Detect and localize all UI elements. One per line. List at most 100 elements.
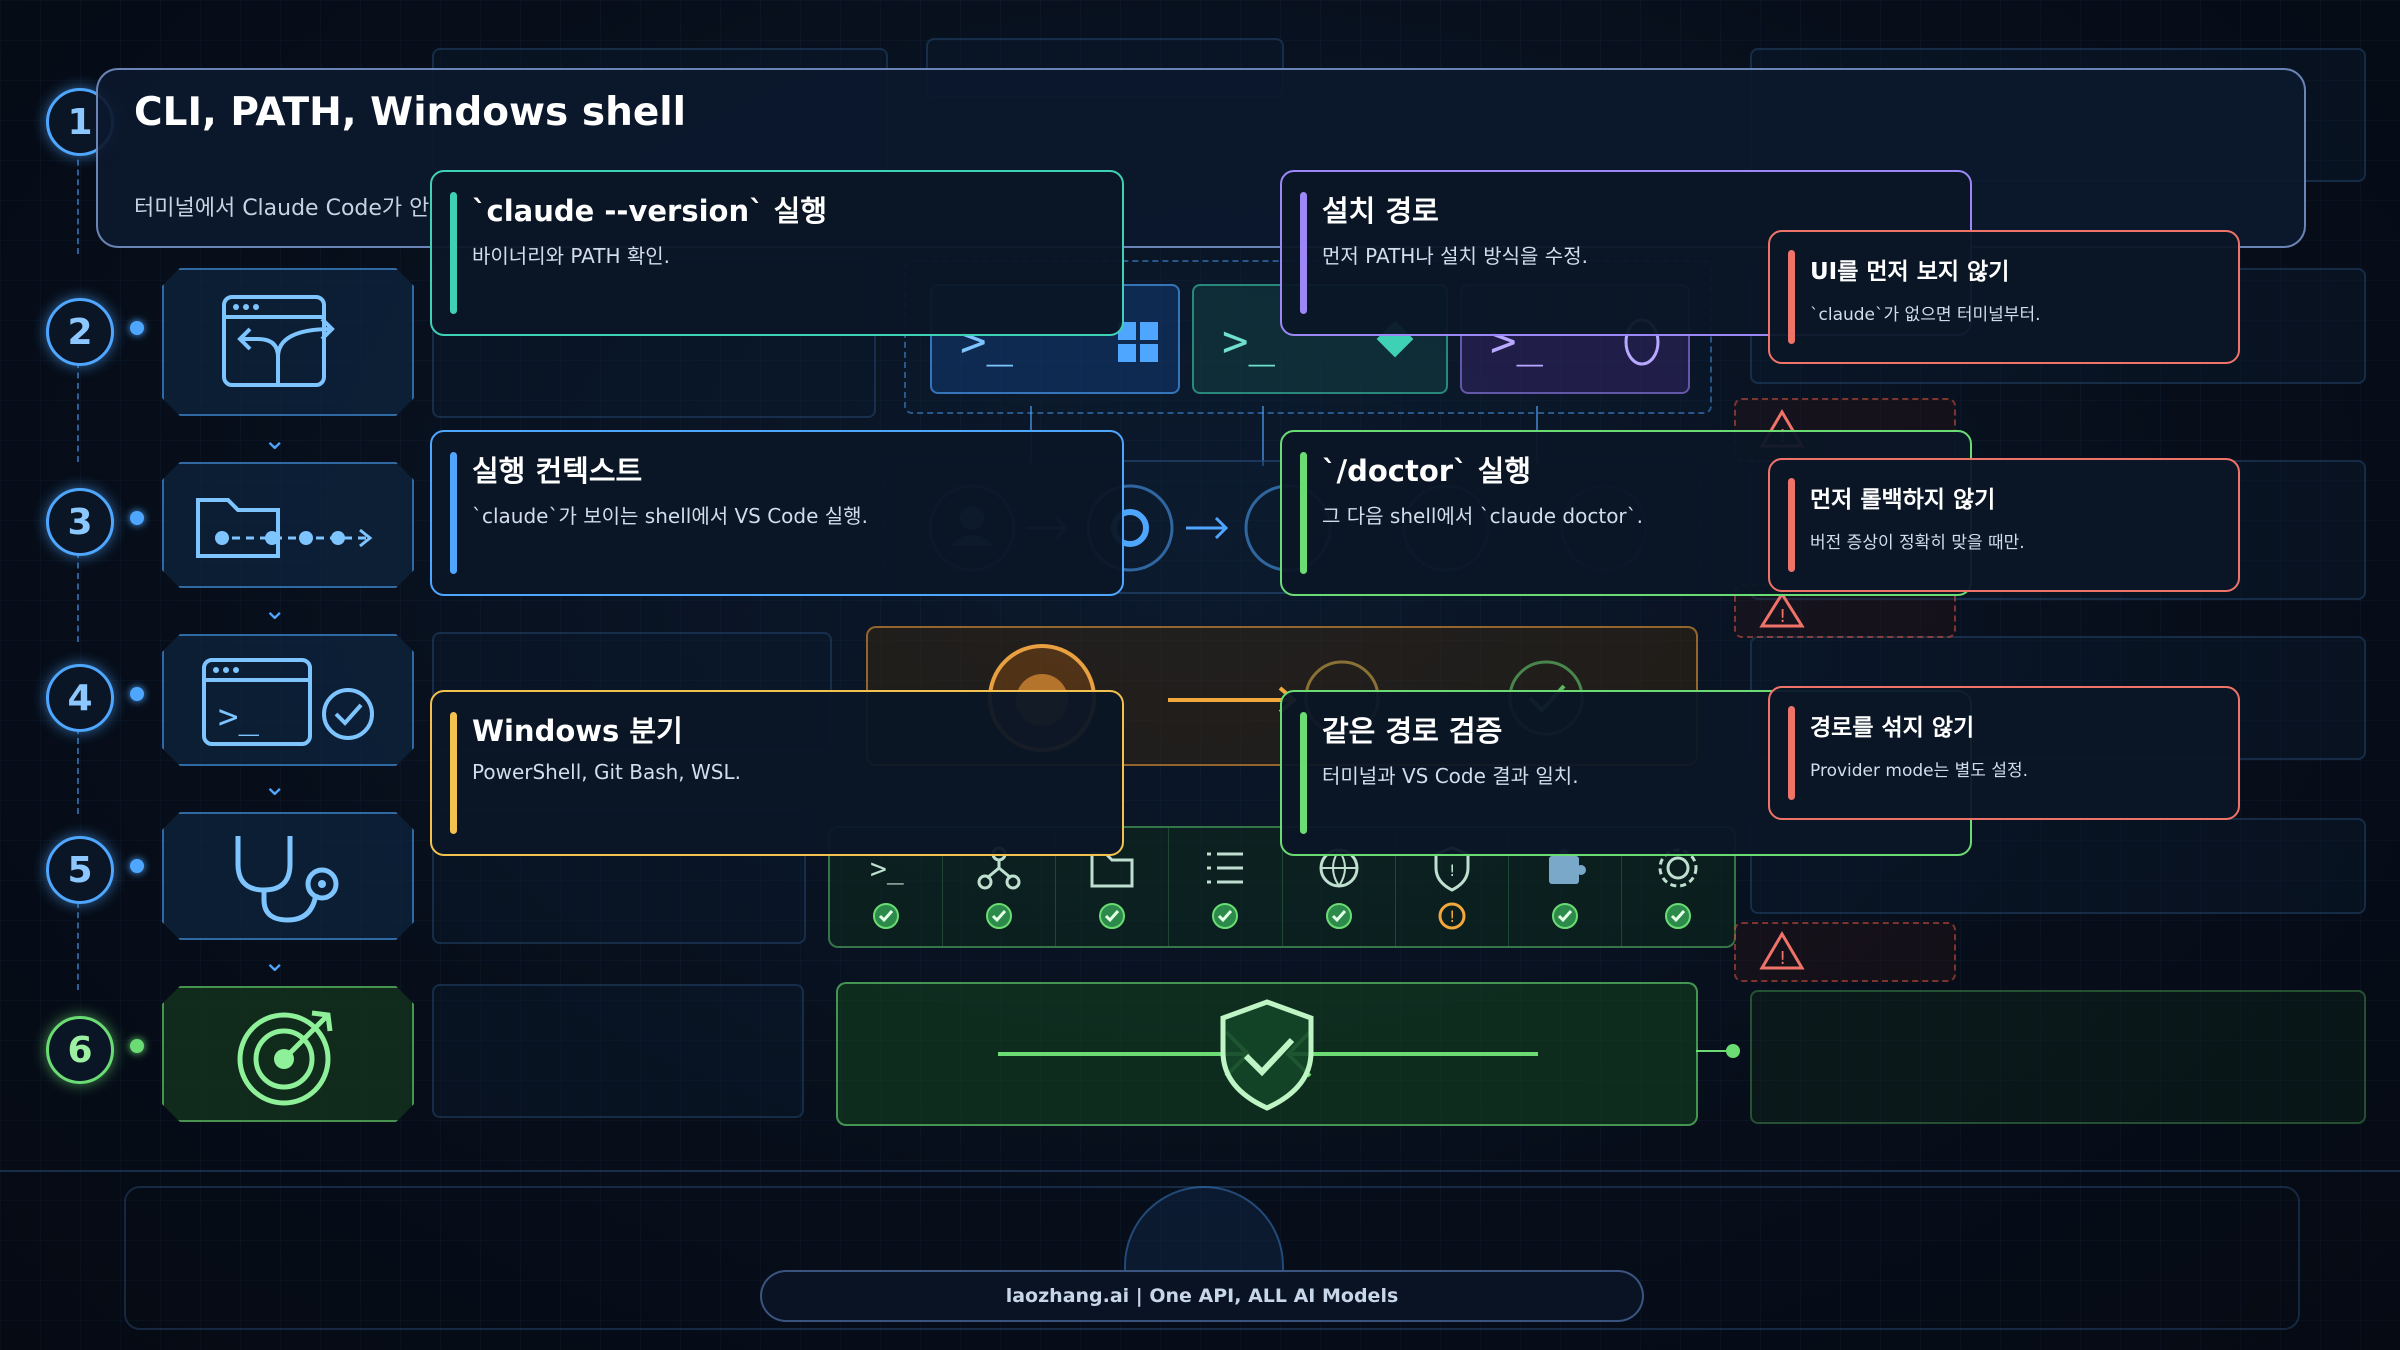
check-item <box>943 828 1057 946</box>
footer-brand: laozhang.ai | One API, ALL AI Models <box>760 1270 1644 1322</box>
shield-icon: ! <box>1434 846 1470 892</box>
accent-bar <box>1300 192 1307 314</box>
step-dot <box>130 321 144 335</box>
card-title: 같은 경로 검증 <box>1322 714 1503 748</box>
warning-badge-icon: ! <box>1438 902 1466 930</box>
step-number: 2 <box>46 298 114 366</box>
branch-window-icon <box>208 287 368 397</box>
background-panel <box>1750 990 2366 1124</box>
connector-line <box>1262 406 1264 466</box>
step-dot <box>130 511 144 525</box>
svg-text:!: ! <box>1779 948 1786 969</box>
warning-box: ! <box>1734 922 1956 982</box>
card-title: 경로를 섞지 않기 <box>1810 715 1975 741</box>
step-connector <box>77 552 79 642</box>
accent-bar <box>1300 452 1307 574</box>
check-badge-icon <box>986 903 1013 929</box>
card-desc: `claude`가 없으면 터미널부터. <box>1810 305 2041 325</box>
page-subtitle: 터미널에서 Claude Code가 안 <box>134 196 430 221</box>
card-title: 설치 경로 <box>1322 194 1439 228</box>
card-exec-context: 실행 컨텍스트 `claude`가 보이는 shell에서 VS Code 실행… <box>430 430 1124 596</box>
step-dot <box>130 859 144 873</box>
card-no-ui-first: UI를 먼저 보지 않기 `claude`가 없으면 터미널부터. <box>1768 230 2240 364</box>
accent-bar <box>450 192 457 314</box>
accent-bar <box>450 712 457 834</box>
step-dot <box>130 687 144 701</box>
step-number: 3 <box>46 488 114 556</box>
card-title: 실행 컨텍스트 <box>472 454 643 488</box>
step-number: 5 <box>46 836 114 904</box>
check-item <box>1056 828 1170 946</box>
svg-text:>_: >_ <box>218 697 259 737</box>
card-desc: 바이너리와 PATH 확인. <box>472 244 671 268</box>
step-dot <box>130 1039 144 1053</box>
terminal-icon: >_ <box>870 852 904 886</box>
step-number: 6 <box>46 1016 114 1084</box>
folder-path-icon <box>188 480 388 570</box>
card-title: 먼저 롤백하지 않기 <box>1810 487 1996 513</box>
check-badge-icon <box>1325 903 1352 929</box>
page-title: CLI, PATH, Windows shell <box>134 90 687 135</box>
card-version-check: `claude --version` 실행 바이너리와 PATH 확인. <box>430 170 1124 336</box>
step-6-tile <box>162 986 414 1122</box>
card-desc: 먼저 PATH나 설치 방식을 수정. <box>1322 244 1588 268</box>
target-icon <box>228 999 348 1109</box>
check-item: >_ <box>830 828 944 946</box>
step-number: 4 <box>46 664 114 732</box>
chevron-down-icon: ⌄ <box>263 593 287 626</box>
accent-bar <box>1788 706 1795 800</box>
warning-icon: ! <box>1759 591 1805 628</box>
list-icon <box>1207 852 1244 884</box>
svg-text:>_: >_ <box>1222 316 1275 367</box>
divider <box>0 1170 2400 1172</box>
card-title: UI를 먼저 보지 않기 <box>1810 259 2010 285</box>
card-desc: 그 다음 shell에서 `claude doctor`. <box>1322 504 1644 528</box>
secure-panel <box>836 982 1698 1126</box>
connector-dot <box>1726 1044 1740 1058</box>
check-badge-icon <box>1212 903 1239 929</box>
card-windows-branch: Windows 분기 PowerShell, Git Bash, WSL. <box>430 690 1124 856</box>
connector-line <box>1696 1050 1732 1052</box>
check-item: !! <box>1396 828 1509 946</box>
step-2-tile <box>162 268 414 416</box>
accent-bar <box>450 452 457 574</box>
accent-bar <box>1300 712 1307 834</box>
warning-icon: ! <box>1759 931 1805 970</box>
card-title: `claude --version` 실행 <box>472 194 828 228</box>
check-badge-icon <box>1664 903 1691 929</box>
background-panel <box>432 984 804 1118</box>
card-desc: PowerShell, Git Bash, WSL. <box>472 760 741 784</box>
step-4-tile: >_ <box>162 634 414 766</box>
card-no-rollback: 먼저 롤백하지 않기 버전 증상이 정확히 맞을 때만. <box>1768 458 2240 592</box>
check-badge-icon <box>1551 903 1578 929</box>
check-item <box>1509 828 1622 946</box>
chevron-down-icon: ⌄ <box>263 423 287 456</box>
step-3-tile <box>162 462 414 588</box>
step-5-tile <box>162 812 414 940</box>
shield-check-icon <box>998 999 1538 1111</box>
terminal-check-icon: >_ <box>188 650 388 750</box>
accent-bar <box>1788 250 1795 344</box>
card-desc: 터미널과 VS Code 결과 일치. <box>1322 764 1579 788</box>
title-banner: CLI, PATH, Windows shell 터미널에서 Claude Co… <box>96 68 2306 248</box>
card-title: Windows 분기 <box>472 714 683 748</box>
chevron-down-icon: ⌄ <box>263 769 287 802</box>
svg-text:>_: >_ <box>870 852 904 886</box>
svg-text:!: ! <box>1779 606 1786 627</box>
step-connector <box>77 902 79 990</box>
chevron-down-icon: ⌄ <box>263 945 287 978</box>
svg-text:!: ! <box>1449 861 1455 880</box>
accent-bar <box>1788 478 1795 572</box>
step-connector <box>77 140 79 254</box>
card-desc: Provider mode는 별도 설정. <box>1810 761 2029 781</box>
svg-text:!: ! <box>1449 907 1455 926</box>
check-badge-icon <box>1099 903 1126 929</box>
stethoscope-icon <box>218 826 358 926</box>
card-desc: 버전 증상이 정확히 맞을 때만. <box>1810 533 2025 553</box>
check-item <box>1169 828 1283 946</box>
step-connector <box>77 728 79 814</box>
step-connector <box>77 362 79 462</box>
card-desc: `claude`가 보이는 shell에서 VS Code 실행. <box>472 504 868 528</box>
card-title: `/doctor` 실행 <box>1322 454 1532 488</box>
card-no-mix-paths: 경로를 섞지 않기 Provider mode는 별도 설정. <box>1768 686 2240 820</box>
